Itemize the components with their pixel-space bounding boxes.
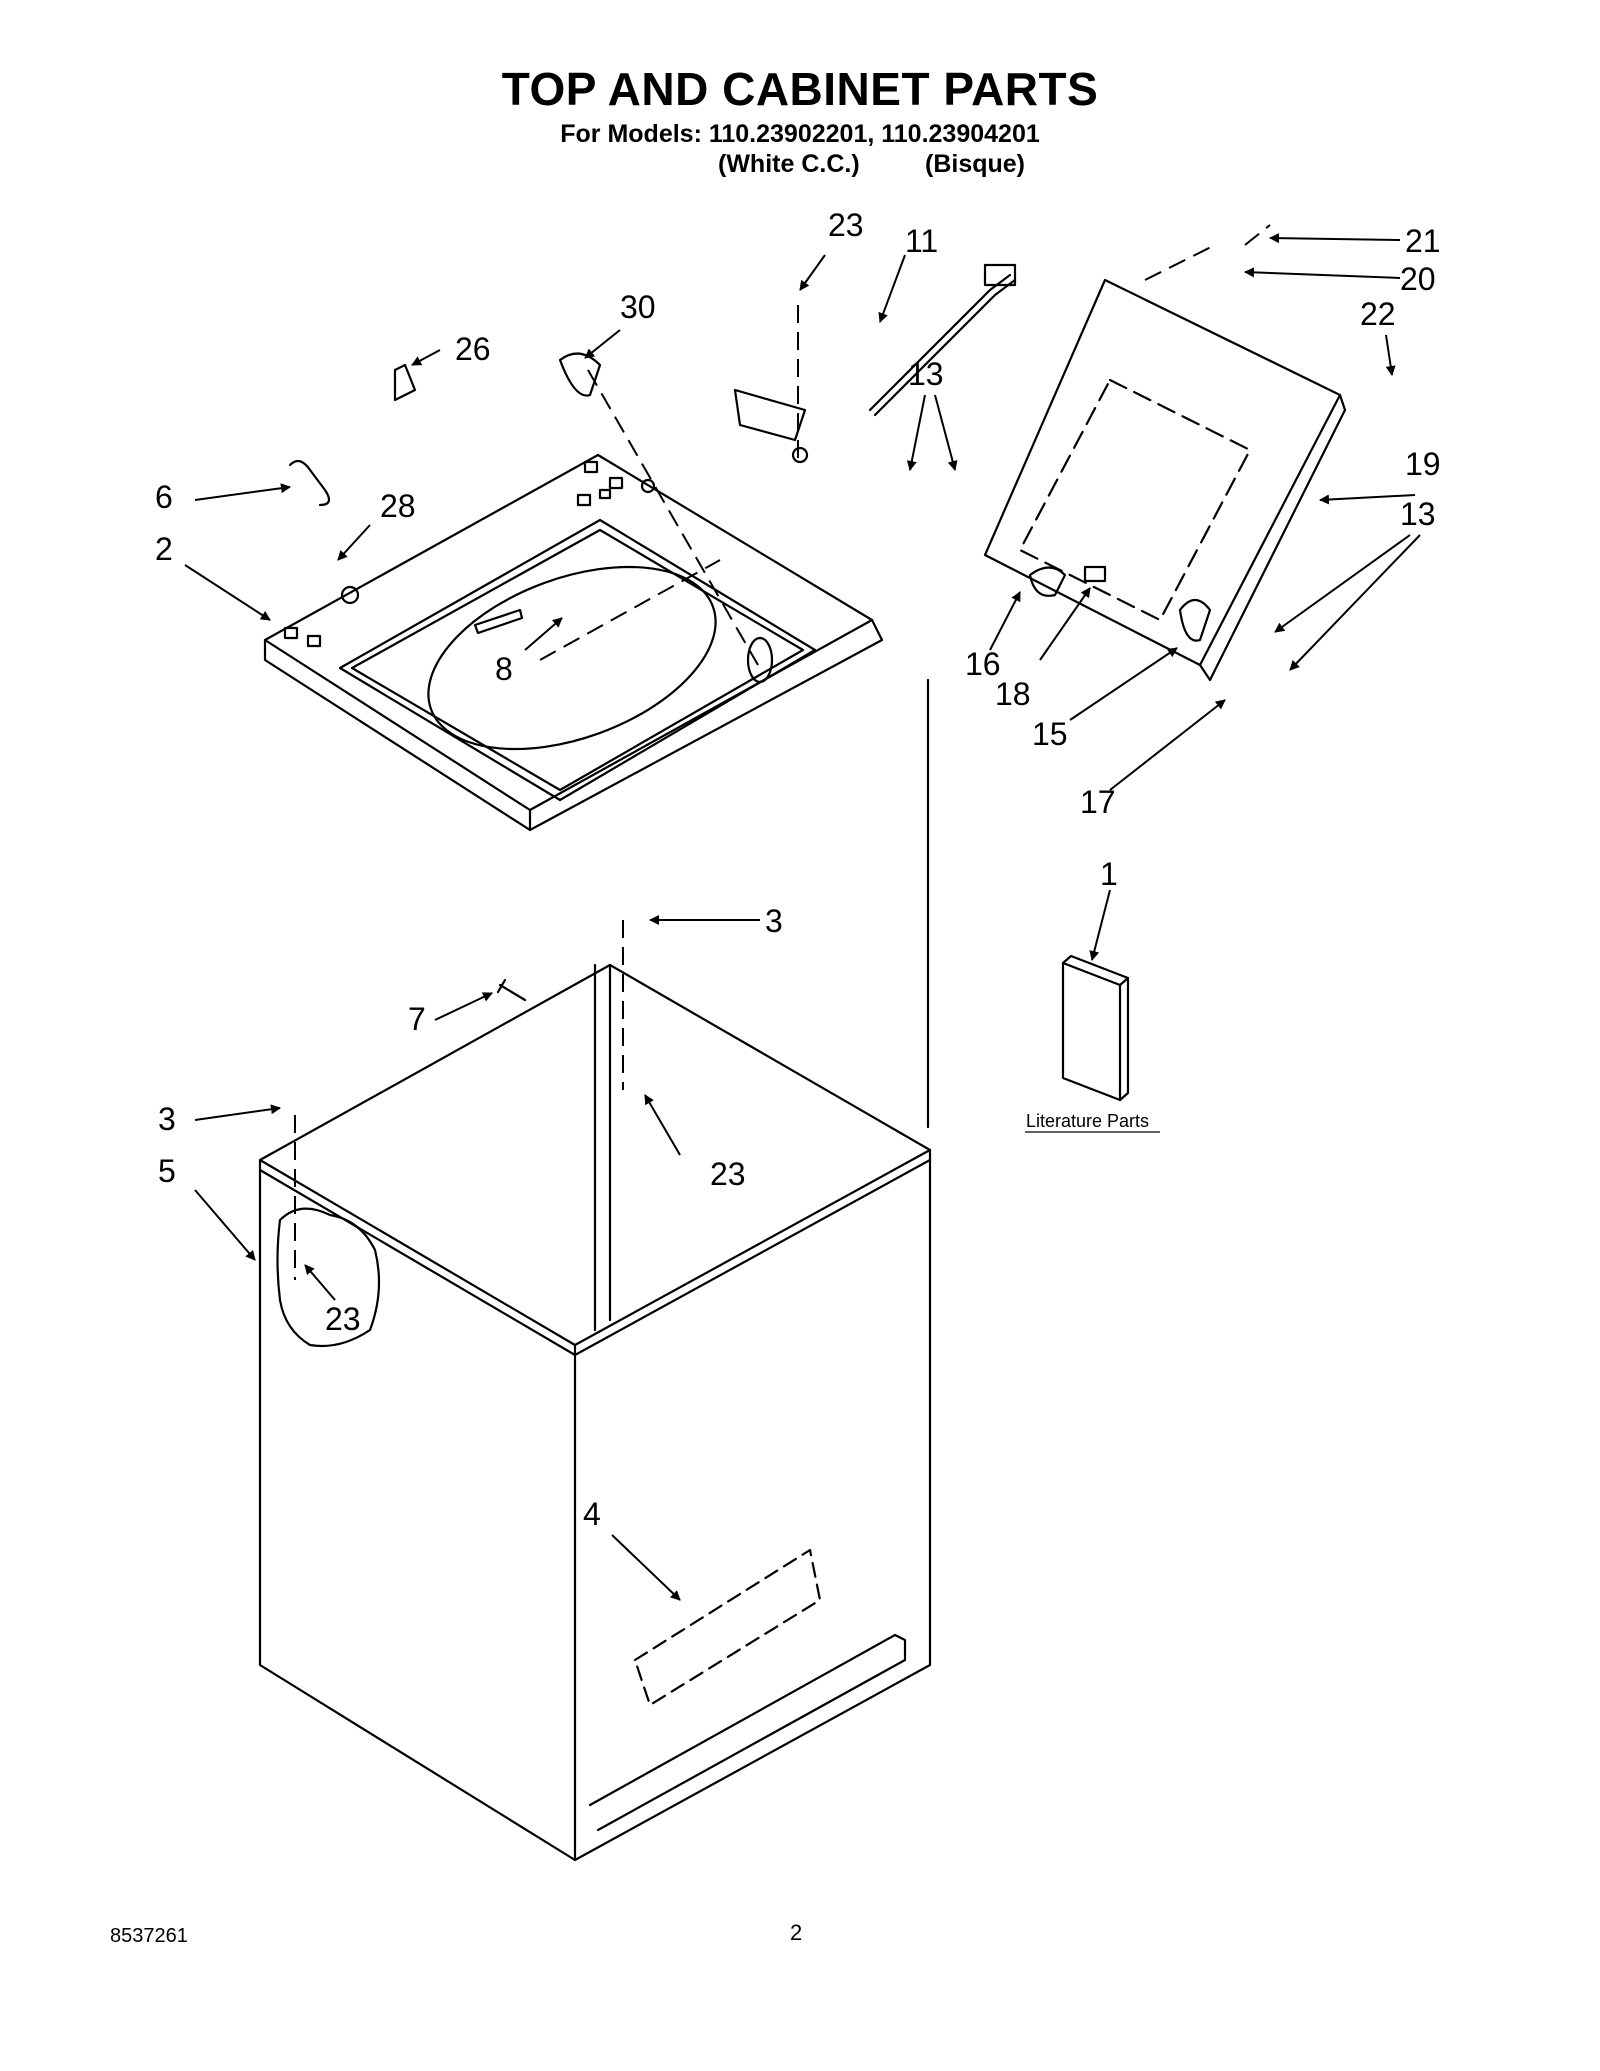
callout-5: 5 [158,1153,176,1189]
callout-2: 2 [155,531,173,567]
callout-19: 19 [1405,446,1441,482]
callout-17: 17 [1080,784,1116,820]
callout-3-left: 3 [158,1101,176,1137]
washer-lid [983,278,1347,682]
washer-top-panel [263,453,884,832]
clip-26 [393,363,417,402]
callout-23-mid: 23 [710,1156,746,1192]
callout-21: 21 [1405,223,1441,259]
callout-30: 30 [620,289,656,325]
callout-4: 4 [583,1496,601,1532]
literature-parts-label: Literature Parts [1026,1111,1149,1131]
callout-16: 16 [965,646,1001,682]
cabinet-cutout [276,1207,381,1348]
callout-22: 22 [1360,296,1396,332]
callout-13-top: 13 [908,356,944,392]
callout-28: 28 [380,488,416,524]
callout-11: 11 [905,223,938,259]
page-title: TOP AND CABINET PARTS [501,63,1099,115]
callout-20: 20 [1400,261,1436,297]
callout-1: 1 [1100,856,1118,892]
hinge-15 [1178,598,1212,642]
doc-number: 8537261 [110,1925,188,1947]
variant-bisque: (Bisque) [925,150,1025,178]
hinge-16 [1028,566,1067,597]
bracket-6 [288,459,331,507]
callout-7: 7 [408,1001,426,1037]
callout-8: 8 [495,651,513,687]
literature-booklet [1061,954,1130,1102]
callout-6: 6 [155,479,173,515]
callout-18: 18 [995,676,1031,712]
callout-23-left: 23 [325,1301,361,1337]
access-panel-4 [633,1548,822,1707]
callout-23-top: 23 [828,207,864,243]
callout-13-right: 13 [1400,496,1436,532]
wire-harness [733,263,1017,464]
bumper-30 [558,352,602,397]
variant-white: (White C.C.) [718,150,860,178]
page-number: 2 [790,1920,803,1945]
callout-3-top: 3 [765,903,783,939]
callout-26: 26 [455,331,491,367]
screw-7 [496,978,527,1002]
callout-15: 15 [1032,716,1068,752]
models-line: For Models: 110.23902201, 110.23904201 [560,120,1040,148]
cabinet [258,678,932,1862]
spacer-18 [1083,565,1107,583]
